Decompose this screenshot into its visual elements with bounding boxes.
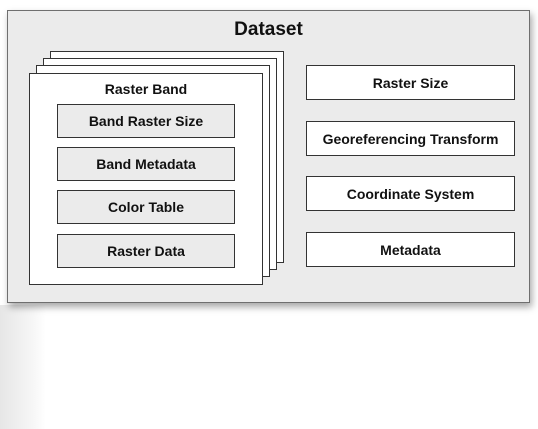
- band-metadata-box: Band Metadata: [57, 147, 235, 181]
- raster-band-title: Raster Band: [104, 81, 188, 97]
- georeferencing-transform-box: Georeferencing Transform: [306, 121, 515, 156]
- background-shade: [0, 305, 46, 429]
- metadata-box: Metadata: [306, 232, 515, 267]
- raster-size-box: Raster Size: [306, 65, 515, 100]
- coordinate-system-box: Coordinate System: [306, 176, 515, 211]
- band-raster-size-box: Band Raster Size: [57, 104, 235, 138]
- dataset-container: Dataset Raster Band Band Raster Size Ban…: [7, 10, 530, 303]
- raster-data-box: Raster Data: [57, 234, 235, 268]
- dataset-title: Dataset: [234, 19, 303, 40]
- color-table-box: Color Table: [57, 190, 235, 224]
- raster-band-box: Raster Band Band Raster Size Band Metada…: [29, 73, 263, 285]
